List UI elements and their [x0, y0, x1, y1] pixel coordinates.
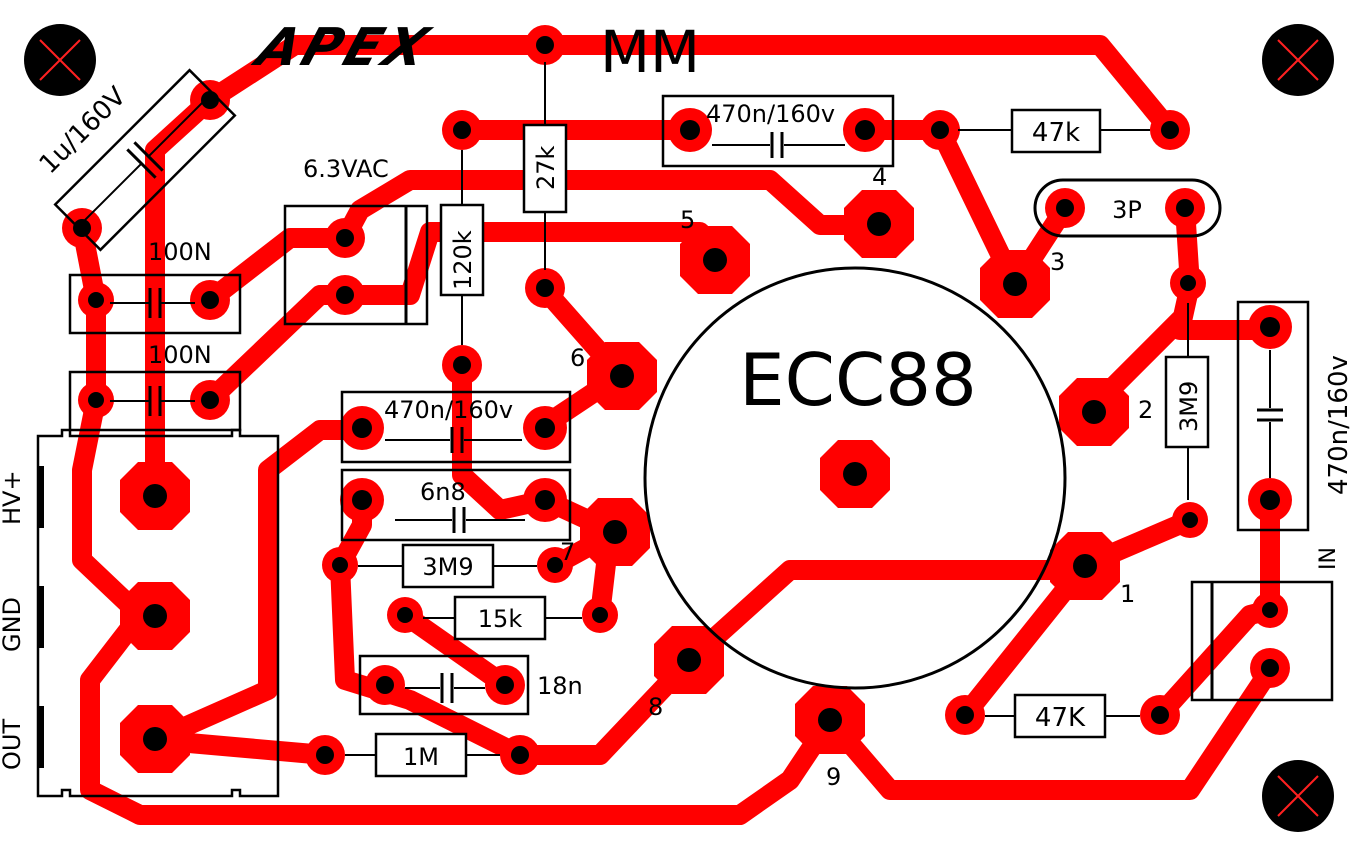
- capacitor-3p-outline: [1033, 178, 1222, 238]
- pad-pin3: [980, 250, 1050, 318]
- pin-label-9: 9: [826, 763, 841, 791]
- resistor-1m-body: [374, 732, 468, 778]
- pad-pin1: [1050, 532, 1120, 600]
- pin-label-7: 7: [560, 538, 575, 566]
- capacitor-6n8-outline: [340, 468, 572, 542]
- c100n-a-label: 100N: [148, 238, 212, 266]
- resistor-15k-body: [453, 595, 547, 641]
- tube-label: ECC88: [739, 338, 977, 422]
- pad-center: [820, 440, 890, 508]
- out-label: OUT: [0, 719, 26, 770]
- c3p-label: 3P: [1112, 196, 1142, 224]
- resistor-27k-body: [522, 123, 568, 214]
- hv-label: HV+: [0, 470, 26, 525]
- mounting-hole-top-left: [24, 24, 96, 96]
- pad-pin2: [1059, 378, 1129, 446]
- pad-gnd: [120, 582, 190, 650]
- round-pads: [62, 25, 1292, 775]
- heater-supply-label: 6.3VAC: [303, 155, 389, 183]
- input-connector-outline: [1190, 580, 1334, 702]
- pad-pin4: [844, 190, 914, 258]
- c470n-right-label: 470n/160v: [1324, 355, 1354, 495]
- r15k-label: 15k: [478, 605, 523, 633]
- heater-connector-outline: [283, 204, 429, 326]
- pin-label-4: 4: [872, 163, 887, 191]
- title-mm: MM: [600, 18, 700, 86]
- r47k-top-label: 47k: [1032, 118, 1080, 148]
- mounting-hole-bottom-right: [1262, 760, 1334, 832]
- mounting-hole-top-right: [1262, 24, 1334, 96]
- c100n-b-label: 100N: [148, 341, 212, 369]
- pin-label-8: 8: [648, 693, 663, 721]
- input-label: IN: [1316, 547, 1341, 570]
- pin-label-6: 6: [570, 344, 585, 372]
- c470n-mid-label: 470n/160v: [384, 396, 513, 424]
- r120k-label: 120k: [449, 230, 477, 290]
- resistor-120k-body: [439, 203, 485, 297]
- capacitor-470n-top-outline: [661, 94, 895, 168]
- r27k-label: 27k: [532, 145, 560, 190]
- capacitor-1u-outline: [53, 68, 237, 252]
- pad-pin6: [587, 342, 657, 410]
- resistor-47K-bottom-body: [1013, 693, 1107, 739]
- c6n8-label: 6n8: [420, 478, 466, 506]
- r1m-label: 1M: [403, 743, 439, 771]
- pad-pin7: [580, 498, 650, 566]
- capacitor-470n-right-outline: [1236, 300, 1310, 532]
- capacitor-100n-a-outline: [68, 273, 242, 335]
- pads: [62, 25, 1292, 775]
- resistor-47k-top-body: [1010, 108, 1102, 154]
- r3m9-mid-label: 3M9: [422, 553, 473, 581]
- capacitor-470n-mid-outline: [340, 390, 572, 464]
- pin-label-3: 3: [1050, 248, 1065, 276]
- power-connector-outline: [36, 428, 280, 798]
- resistor-3m9-mid-body: [401, 543, 495, 589]
- pad-out: [120, 705, 190, 773]
- r47K-bottom-label: 47K: [1035, 703, 1086, 733]
- pad-hv: [120, 462, 190, 530]
- tube-outline: [643, 266, 1067, 690]
- capacitor-100n-b-outline: [68, 370, 242, 432]
- silkscreen: [24, 24, 1334, 832]
- capacitor-18n-outline: [358, 654, 530, 716]
- brand-logo: APEX: [246, 16, 440, 77]
- gnd-label: GND: [0, 597, 26, 652]
- pin-label-5: 5: [680, 206, 695, 234]
- r3m9-right-label: 3M9: [1175, 381, 1203, 432]
- labels: APEX MM ECC88 6.3VAC 1u/160V 100N 100N 2…: [0, 16, 1354, 791]
- c18n-label: 18n: [537, 672, 583, 700]
- pad-pin9: [795, 686, 865, 754]
- pad-pin5: [680, 226, 750, 294]
- c470n-top-label: 470n/160v: [706, 100, 835, 128]
- pad-pin8: [654, 626, 724, 694]
- c1u-label: 1u/160V: [34, 81, 133, 180]
- pin-label-1: 1: [1120, 580, 1135, 608]
- pin-label-2: 2: [1138, 396, 1153, 424]
